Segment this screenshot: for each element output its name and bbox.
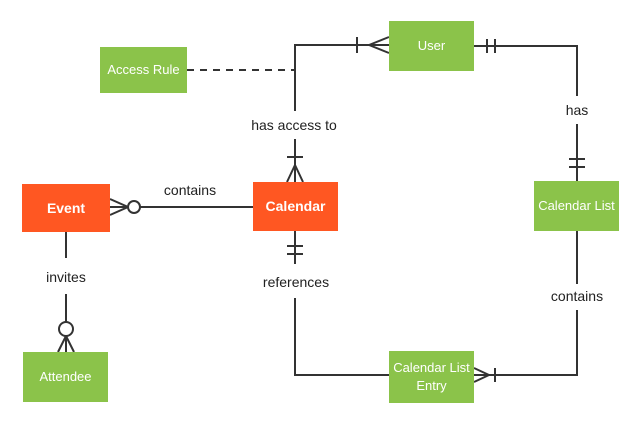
connector-line xyxy=(489,310,578,376)
crows-foot-icon xyxy=(473,367,490,383)
exactly-one-bars-icon xyxy=(569,158,585,168)
entity-calendar-list-entry[interactable]: Calendar List Entry xyxy=(389,351,474,403)
entity-label: Calendar xyxy=(265,198,326,215)
entity-label: Calendar List xyxy=(538,198,615,214)
relationship-label-references: references xyxy=(260,274,332,290)
connector-line xyxy=(474,45,578,96)
crows-foot-icon xyxy=(368,36,390,54)
connector-contains-entries xyxy=(473,231,578,383)
zero-ring-icon xyxy=(58,321,74,337)
entity-attendee[interactable]: Attendee xyxy=(23,352,108,402)
relationship-label-contains-events: contains xyxy=(161,182,219,198)
exactly-one-bars-icon xyxy=(287,245,303,255)
connector-invites xyxy=(57,232,75,353)
connector-line xyxy=(294,44,369,111)
connector-has xyxy=(474,39,585,181)
connector-contains-events xyxy=(109,198,253,216)
entity-label: Access Rule xyxy=(107,62,180,78)
connector-references xyxy=(287,231,389,376)
connector-has-access-to xyxy=(286,36,390,183)
relationship-label-invites: invites xyxy=(44,269,88,285)
crows-foot-icon xyxy=(109,198,129,216)
entity-label: Calendar List Entry xyxy=(393,360,470,393)
zero-ring-icon xyxy=(127,200,141,214)
entity-calendar-list[interactable]: Calendar List xyxy=(534,181,619,231)
relationship-label-contains-entries: contains xyxy=(548,288,606,304)
entity-calendar[interactable]: Calendar xyxy=(253,182,338,231)
connector-line xyxy=(294,298,389,376)
relationship-label-has-access-to: has access to xyxy=(249,117,339,133)
crows-foot-icon xyxy=(286,164,304,183)
entity-event[interactable]: Event xyxy=(22,184,110,232)
entity-access-rule[interactable]: Access Rule xyxy=(100,47,187,93)
relationship-label-has: has xyxy=(563,102,591,118)
entity-user[interactable]: User xyxy=(389,21,474,71)
entity-label: User xyxy=(417,38,446,54)
entity-label: Attendee xyxy=(39,369,92,385)
crows-foot-icon xyxy=(57,335,75,353)
entity-label: Event xyxy=(46,199,86,216)
exactly-one-bars-icon xyxy=(486,39,496,53)
